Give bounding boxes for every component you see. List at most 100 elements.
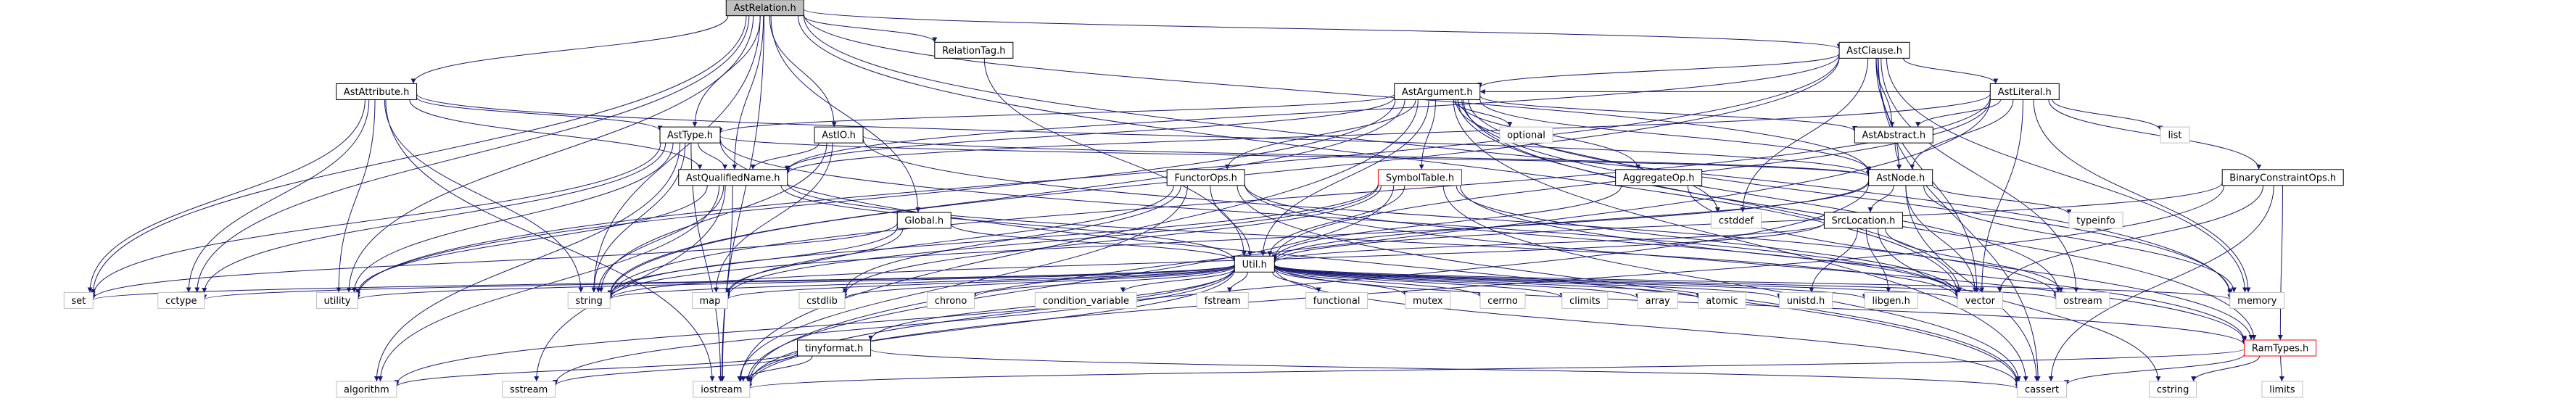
edge-AstArgument-to-cassert — [1453, 99, 2028, 382]
node-box — [934, 41, 1014, 59]
node-label: cctype — [165, 296, 197, 307]
edge-AstArgument-to-utility — [355, 99, 1396, 297]
edge-AstClause-to-cassert — [1878, 58, 2041, 382]
node-label: condition_variable — [1043, 296, 1129, 307]
edge-AstAttribute-to-iostream — [385, 99, 715, 382]
node-box — [1864, 291, 1918, 309]
node-FunctorOps[interactable]: FunctorOps.h — [1166, 169, 1245, 186]
node-AstAttribute[interactable]: AstAttribute.h — [336, 83, 418, 100]
edge-AstRelation-to-set — [90, 15, 747, 294]
edge-Global-to-Util — [950, 223, 1237, 262]
edge-SymbolTable-to-iostream — [745, 185, 1395, 382]
node-label: fstream — [1205, 296, 1241, 307]
node-fstream: fstream — [1196, 291, 1249, 309]
edge-layer — [87, 9, 2284, 389]
edge-Global-to-set — [90, 223, 898, 299]
edge-AstLiteral-to-AstNode — [1910, 99, 2014, 170]
node-box — [336, 83, 418, 100]
node-atomic: atomic — [1698, 291, 1746, 309]
edge-SymbolTable-to-cstdlib — [842, 185, 1382, 296]
edge-AstRelation-to-memory — [803, 15, 2233, 296]
edge-SrcLocation-to-Util — [1271, 223, 1825, 263]
node-box — [1196, 291, 1249, 309]
edge-Global-to-map — [725, 228, 904, 294]
node-cstddef: cstddef — [1710, 212, 1762, 229]
edge-tinyformat-to-sstream — [553, 352, 798, 386]
node-box — [1305, 291, 1368, 309]
node-sstream: sstream — [502, 381, 556, 398]
edge-Util-to-algorithm — [394, 267, 1235, 386]
edge-SrcLocation-to-ostream — [1885, 228, 2064, 293]
node-tinyformat[interactable]: tinyformat.h — [797, 339, 872, 357]
edge-AstLiteral-to-memory — [2033, 99, 2251, 293]
edge-AstRelation-to-AstType — [692, 15, 761, 128]
edge-AstLiteral-to-AstAbstract — [1915, 99, 2002, 128]
node-label: cerrno — [1487, 296, 1518, 307]
node-AstClause[interactable]: AstClause.h — [1838, 41, 1910, 59]
node-box — [2160, 126, 2190, 144]
edge-AstNode-to-typeinfo — [1932, 184, 2072, 215]
node-BinaryConstraintOps[interactable]: BinaryConstraintOps.h — [2221, 169, 2344, 186]
node-label: typeinfo — [2076, 216, 2115, 227]
edge-Util-to-cctype — [202, 264, 1235, 300]
edge-SrcLocation-to-libgen — [1865, 228, 1891, 293]
node-climits: climits — [1561, 291, 1609, 309]
edge-AstNode-to-SrcLocation — [1867, 185, 1894, 213]
node-set: set — [63, 291, 94, 309]
edge-SrcLocation-to-unistd — [1809, 228, 1859, 293]
node-label: ostream — [2063, 296, 2102, 307]
node-box — [814, 126, 864, 144]
node-cstdlib: cstdlib — [798, 291, 846, 309]
node-AstNode[interactable]: AstNode.h — [1868, 169, 1933, 186]
edge-AstRelation-to-AstQualifiedName — [732, 15, 764, 170]
node-label: AstRelation.h — [734, 3, 796, 14]
node-RelationTag[interactable]: RelationTag.h — [934, 41, 1014, 59]
edge-AstLiteral-to-list — [2052, 99, 2163, 131]
node-label: cstdlib — [806, 296, 838, 307]
node-box — [1957, 291, 2003, 309]
node-label: BinaryConstraintOps.h — [2229, 173, 2336, 183]
node-AstArgument[interactable]: AstArgument.h — [1394, 83, 1481, 100]
node-AstLiteral[interactable]: AstLiteral.h — [1989, 83, 2060, 100]
node-label: map — [700, 296, 721, 307]
node-Global[interactable]: Global.h — [896, 212, 951, 229]
edge-AstAttribute-to-AstType — [416, 96, 663, 131]
node-condition_variable: condition_variable — [1034, 291, 1137, 309]
edge-AstType-to-utility — [351, 143, 674, 293]
node-SrcLocation[interactable]: SrcLocation.h — [1823, 212, 1903, 229]
edge-AstNode-to-Util — [1271, 181, 1870, 262]
node-unistd: unistd.h — [1779, 291, 1833, 309]
edge-AstRelation-to-vector — [797, 15, 1960, 295]
node-AggregateOp[interactable]: AggregateOp.h — [1615, 169, 1703, 186]
node-cstring: cstring — [2149, 381, 2197, 398]
node-AstAbstract[interactable]: AstAbstract.h — [1854, 126, 1933, 144]
node-label: cassert — [2025, 385, 2059, 396]
edge-AstAttribute-to-utility — [336, 99, 376, 293]
node-box — [2229, 291, 2285, 309]
edge-AstQualifiedName-to-Util — [780, 185, 1237, 261]
node-RamTypes[interactable]: RamTypes.h — [2244, 339, 2317, 357]
node-label: string — [576, 296, 603, 307]
node-label: vector — [1965, 296, 1996, 307]
edge-AstAttribute-to-cctype — [186, 99, 370, 293]
node-AstType[interactable]: AstType.h — [659, 126, 721, 144]
node-SymbolTable[interactable]: SymbolTable.h — [1377, 169, 1462, 186]
node-AstIO[interactable]: AstIO.h — [814, 126, 864, 144]
edge-RamTypes-to-iostream — [747, 348, 2245, 389]
node-box — [567, 291, 611, 309]
node-Util[interactable]: Util.h — [1234, 255, 1275, 273]
node-label: climits — [1569, 296, 1601, 307]
edge-AstRelation-to-cctype — [194, 15, 750, 293]
node-box — [1989, 83, 2060, 100]
node-AstQualifiedName[interactable]: AstQualifiedName.h — [678, 169, 788, 186]
edge-RamTypes-to-cstring — [2191, 355, 2261, 382]
node-label: RamTypes.h — [2252, 344, 2308, 355]
node-list: list — [2160, 126, 2190, 144]
node-AstRelation[interactable]: AstRelation.h — [725, 0, 804, 17]
node-label: chrono — [935, 296, 967, 307]
node-box — [1710, 212, 1762, 229]
node-box — [1779, 291, 1833, 309]
edge-AstQualifiedName-to-string — [595, 185, 724, 293]
node-label: AstClause.h — [1846, 46, 1902, 57]
